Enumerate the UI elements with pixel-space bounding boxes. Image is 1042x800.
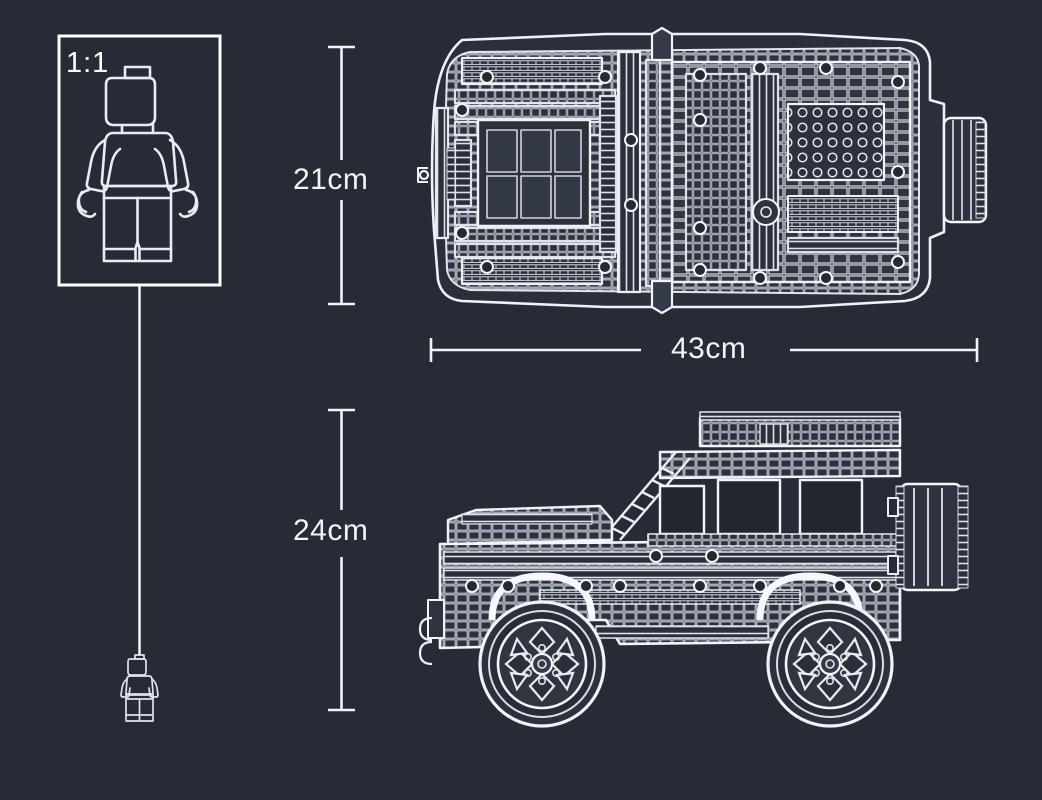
minifig-left-arm [85,138,122,193]
side-roof-rack-rail [699,411,901,421]
side-rear-door-hinges [887,497,899,575]
rear-wheel-lug-nuts [811,643,848,685]
top-view-grille [446,147,456,201]
minifigure-large [76,65,199,263]
minifig-neck [120,123,155,135]
top-view-pin-holes [455,61,905,285]
top-view-front-hook-eye [418,169,430,181]
side-tow-hook-upper [418,616,433,642]
side-bonnet-ribs [461,513,593,525]
minifig-right-arm [153,138,190,193]
top-view-side-strip-left-b [598,94,618,254]
top-view-rear-strip [786,236,900,254]
top-view-pillar-top [650,26,674,62]
rear-wheel-hub [818,652,842,676]
front-wheel-hub [530,652,554,676]
side-rear-wheel-arch [756,572,864,621]
side-chassis-rail [595,625,769,639]
minifig-small-legs [125,698,154,722]
rear-wheel-hub-center [825,659,835,669]
top-view-cargo-panel-a [684,72,748,272]
top-view-chassis-spine [616,50,642,294]
minifig-left-hand [76,188,97,218]
side-roof-rack [698,416,902,448]
side-pin-holes [465,549,883,593]
minifig-small-right-arm [148,678,159,698]
top-view-turntable-gear [752,198,780,226]
side-beltline-rail-a [443,551,897,565]
minifigure-small [120,654,159,722]
top-view-pillar-bottom [650,279,674,315]
dimension-label-21cm: 21cm [293,163,369,196]
minifig-small-head [127,658,147,676]
minifig-legs [102,196,173,263]
side-front-bumper [427,599,445,639]
top-view-body [417,26,988,315]
side-tow-hook-lower [418,640,433,666]
top-view-spare-wheel [942,116,988,224]
side-spare-wheel-carrier [895,482,969,592]
side-rear-wheel [766,600,894,728]
top-view-cargo-panel-b [750,72,780,272]
side-upper-band [647,533,901,547]
side-roof-rack-basket [759,423,789,445]
side-front-wheel [478,600,606,728]
minifig-small-left-arm [120,678,131,698]
scale-ratio-label: 1:1 [66,47,110,79]
side-window-front [658,484,706,536]
front-wheel-hub-center [537,659,547,669]
side-window-rear-quarter [798,478,864,536]
side-window-rear [716,478,782,536]
minifig-right-hand [178,188,199,218]
dimension-label-24cm: 24cm [293,514,369,547]
side-bonnet [446,504,614,546]
side-roof-panel [658,448,902,480]
front-wheel-lug-nuts [523,643,560,685]
top-view-bonnet-vents [486,129,582,219]
minifig-leg-split [134,196,141,263]
minifig-head [104,76,157,127]
top-view-rear-ribbed-panel [787,195,899,233]
top-view-stud-plate [786,102,886,182]
dimension-label-43cm: 43cm [671,332,747,365]
side-front-wheel-arch [488,572,596,621]
top-view-front-hook [417,167,428,183]
top-view-turntable-hub [760,206,772,218]
side-rocker-panel [539,589,801,605]
